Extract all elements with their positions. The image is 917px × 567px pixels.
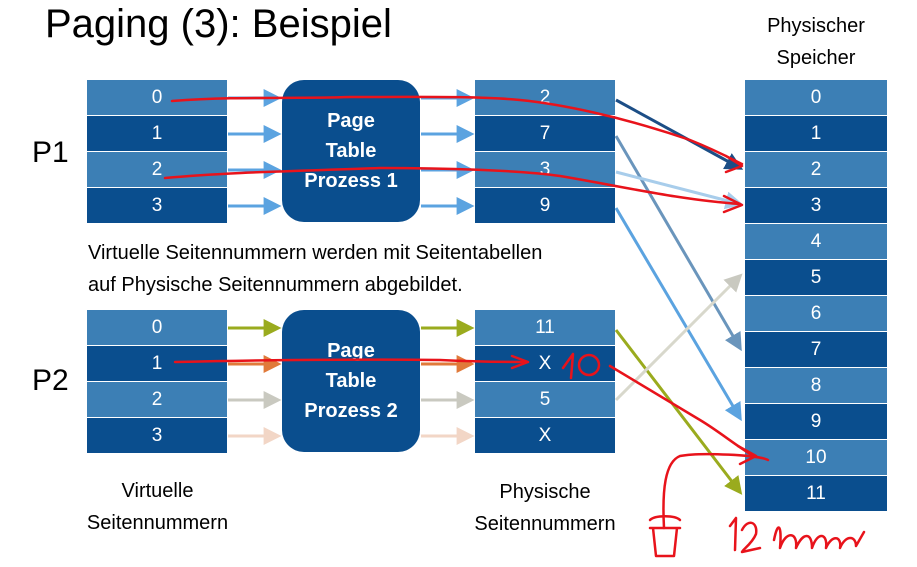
memory-frame: 10 (745, 440, 887, 476)
p2-virtual-cell: 2 (87, 382, 227, 418)
red-twelve-two (740, 521, 762, 554)
p2-physical-cell: X (475, 418, 615, 454)
arrow-p1-frame7 (614, 135, 742, 352)
arrow-p1-frame2 (615, 98, 744, 170)
caption-physical: Physische Seitennummern (440, 476, 650, 540)
description-line: Virtuelle Seitennummern werden mit Seite… (88, 242, 543, 264)
red-mapping-0 (170, 95, 744, 166)
p2-physical-cell: 5 (475, 382, 615, 418)
page-title: Paging (3): Beispiel (45, 2, 392, 46)
red-twelve-one (728, 516, 738, 552)
memory-frame: 2 (745, 152, 887, 188)
p1-virtual-cell: 1 (87, 116, 227, 152)
p2-virtual-cell: 3 (87, 418, 227, 454)
red-trash-can (648, 515, 682, 558)
process-1-label: P1 (32, 136, 69, 169)
page-table-line: Table (325, 370, 377, 392)
memory-frame: 8 (745, 368, 887, 404)
page-table-process-1: Page Table Prozess 1 (282, 80, 420, 222)
process-2-label: P2 (32, 364, 69, 397)
p2-virtual-cell: 1 (87, 346, 227, 382)
arrow-p2-frame5 (614, 273, 743, 402)
physical-memory-header: Physischer Speicher (745, 10, 887, 74)
arrow-p1-frame3 (615, 170, 744, 210)
red-mapping-to-10 (608, 364, 754, 457)
page-table-line: Prozess 1 (304, 170, 398, 192)
page-table-line: Page (327, 110, 375, 132)
memory-frame: 0 (745, 80, 887, 116)
p1-virtual-cell: 2 (87, 152, 227, 188)
red-ten-zero (577, 353, 601, 377)
p1-physical-cell: 9 (475, 188, 615, 224)
memory-frame: 7 (745, 332, 887, 368)
caption-physical-line1: Physische (499, 481, 591, 503)
p1-virtual-cell: 3 (87, 188, 227, 224)
p2-physical-cell: X (475, 346, 615, 382)
description-line: auf Physische Seitennummern abgebildet. (88, 274, 463, 296)
arrow-p2-frame11 (614, 329, 743, 495)
memory-frame: 4 (745, 224, 887, 260)
memory-frame: 5 (745, 260, 887, 296)
red-mapping-p2-1 (173, 358, 527, 364)
red-ten-one (561, 352, 575, 380)
red-trash-arrow (662, 452, 770, 530)
physical-memory-header-line1: Physischer (767, 15, 865, 37)
p2-physical-cell: 11 (475, 310, 615, 346)
memory-frame: 1 (745, 116, 887, 152)
p1-physical-cell: 7 (475, 116, 615, 152)
memory-frame: 3 (745, 188, 887, 224)
p2-virtual-cell: 0 (87, 310, 227, 346)
description-text: Virtuelle Seitennummern werden mit Seite… (88, 237, 542, 301)
page-table-process-2: Page Table Prozess 2 (282, 310, 420, 452)
caption-virtual-line2: Seitennummern (86, 512, 229, 534)
page-table-line: Page (327, 340, 375, 362)
memory-frame: 9 (745, 404, 887, 440)
memory-frame: 11 (745, 476, 887, 512)
arrow-p1-frame9 (614, 207, 742, 422)
page-table-line: Prozess 2 (304, 400, 398, 422)
caption-virtual: Virtuelle Seitennummern (55, 475, 260, 539)
p1-virtual-cell: 0 (87, 80, 227, 116)
red-arrowhead-p2-1 (510, 354, 530, 370)
red-kacheln-scribble (772, 526, 866, 550)
handwritten-annotations (163, 95, 866, 558)
page-table-line: Table (325, 140, 377, 162)
red-arrowhead-0 (724, 154, 744, 174)
memory-frame: 6 (745, 296, 887, 332)
red-arrowhead-2 (722, 194, 744, 214)
physical-memory-header-line2: Speicher (776, 47, 856, 69)
caption-physical-line2: Seitennummern (474, 513, 616, 535)
red-mapping-2 (163, 166, 742, 206)
caption-virtual-line1: Virtuelle (121, 480, 194, 502)
